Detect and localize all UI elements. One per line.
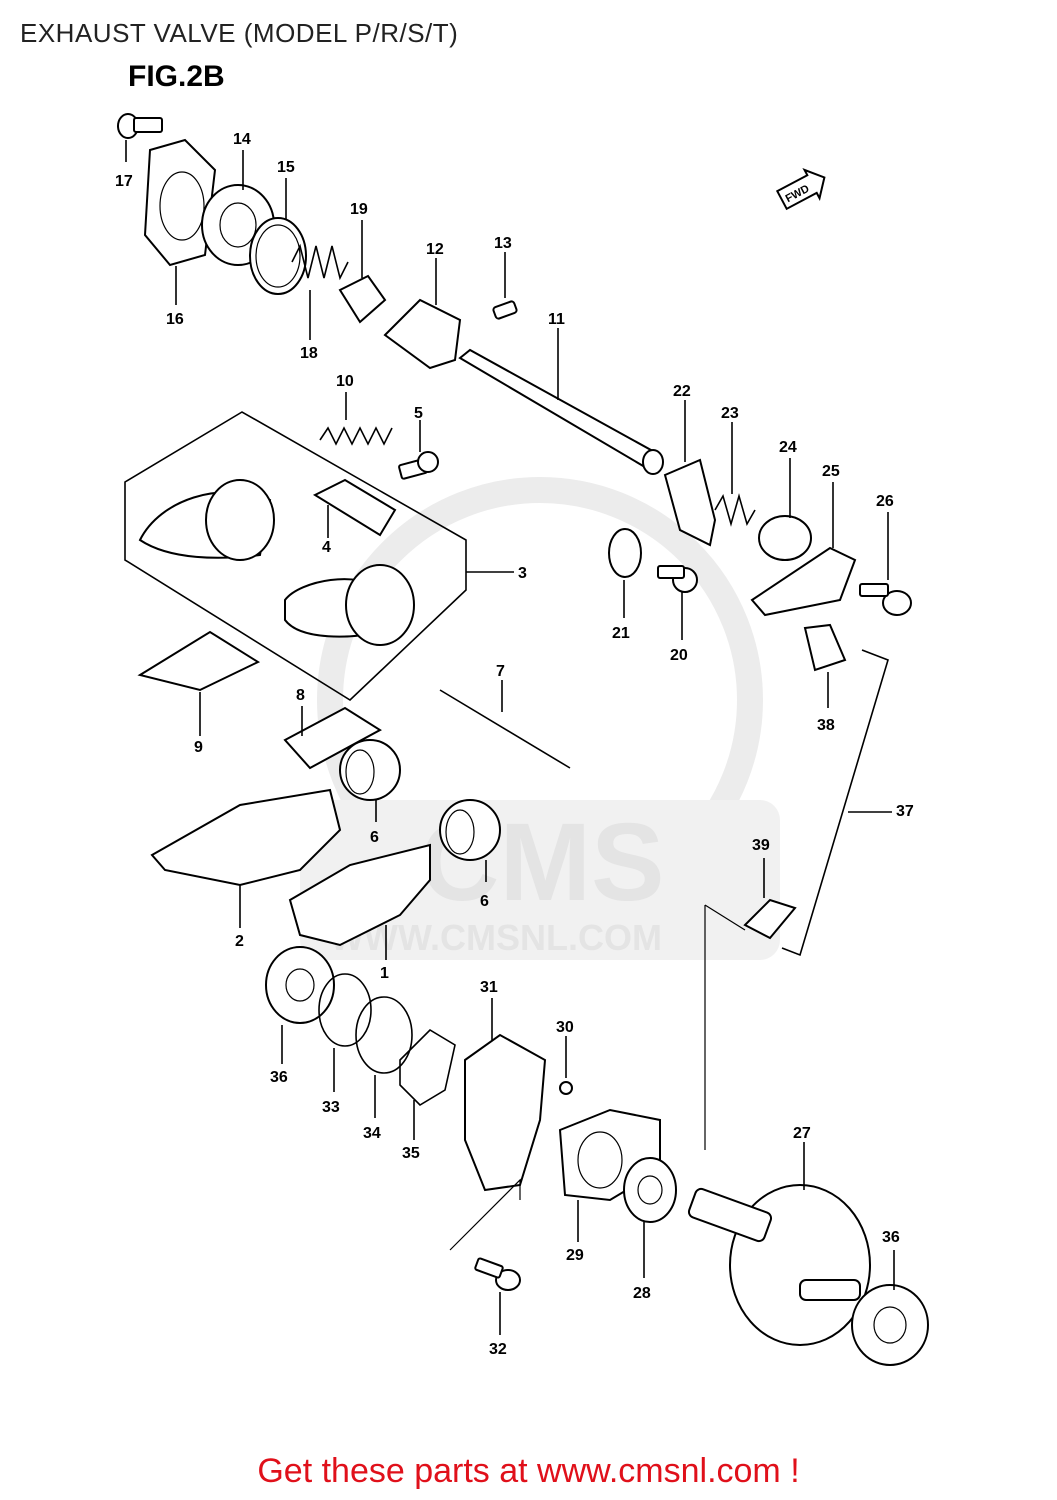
page-title: EXHAUST VALVE (MODEL P/R/S/T)	[20, 18, 459, 48]
figure-label: FIG.2B	[128, 60, 225, 93]
part-33-circlip	[318, 973, 372, 1092]
parts-link-banner[interactable]: Get these parts at www.cmsnl.com !	[257, 1452, 800, 1490]
label-13: 13	[494, 235, 512, 252]
label-22: 22	[673, 383, 691, 400]
label-33: 33	[322, 1099, 340, 1116]
part-4-plate	[312, 478, 397, 538]
label-27: 27	[793, 1125, 811, 1142]
label-6b: 6	[480, 893, 489, 910]
label-18: 18	[300, 345, 318, 362]
label-14: 14	[233, 131, 251, 148]
part-23-spring	[714, 422, 756, 527]
label-10: 10	[336, 373, 354, 390]
part-38-clip	[803, 623, 847, 708]
part-7-rod	[439, 680, 571, 769]
label-4: 4	[322, 539, 331, 556]
label-36a: 36	[270, 1069, 288, 1086]
part-18-spring	[291, 243, 349, 340]
part-22-plate	[663, 400, 717, 547]
part-13-setscrew	[492, 252, 518, 320]
label-21: 21	[612, 625, 630, 642]
label-37: 37	[896, 803, 914, 820]
part-24-bush	[758, 458, 812, 561]
label-6a: 6	[370, 829, 379, 846]
part-2-valve	[150, 788, 342, 928]
part-8-gasket	[283, 706, 382, 770]
part-31-cover	[464, 998, 547, 1192]
label-12: 12	[426, 241, 444, 258]
part-27-gear	[687, 1142, 871, 1346]
part-16-gasket	[143, 138, 217, 305]
part-37-rod	[781, 649, 892, 957]
part-12-fork	[383, 258, 462, 370]
label-5: 5	[414, 405, 423, 422]
label-25: 25	[822, 463, 840, 480]
label-31: 31	[480, 979, 498, 996]
part-15-oring	[249, 178, 307, 295]
label-36b: 36	[882, 1229, 900, 1246]
part-34-oring	[355, 996, 413, 1118]
label-19: 19	[350, 201, 368, 218]
label-16: 16	[166, 311, 184, 328]
leader-39	[704, 904, 746, 931]
label-2: 2	[235, 933, 244, 950]
label-17: 17	[115, 173, 133, 190]
label-20: 20	[670, 647, 688, 664]
label-26: 26	[876, 493, 894, 510]
label-1: 1	[380, 965, 389, 982]
part-11-shaft	[458, 328, 664, 475]
label-30: 30	[556, 1019, 574, 1036]
label-11: 11	[548, 311, 565, 328]
label-35: 35	[402, 1145, 420, 1162]
part-21-washer	[608, 528, 642, 618]
label-34: 34	[363, 1125, 381, 1142]
part-3-valve-assembly	[124, 411, 514, 702]
part-10-spring	[319, 392, 393, 446]
label-32: 32	[489, 1341, 507, 1358]
part-5-bolt	[398, 420, 439, 480]
callout-labels: 1 2 3 4 5 6 6 7 8 9 10 11 12 13 14 15 16…	[115, 131, 914, 1358]
label-24: 24	[779, 439, 797, 456]
part-6-collar-a	[339, 739, 401, 822]
part-28-seal	[623, 1157, 677, 1278]
label-15: 15	[277, 159, 295, 176]
label-9: 9	[194, 739, 203, 756]
label-28: 28	[633, 1285, 651, 1302]
forward-arrow-icon: FWD	[775, 168, 826, 211]
part-26-bolt	[859, 512, 912, 616]
part-6-collar-b	[439, 799, 501, 882]
part-1-valve	[288, 843, 431, 960]
part-20-screw	[657, 565, 698, 640]
label-29: 29	[566, 1247, 584, 1264]
part-9-gasket	[137, 630, 261, 736]
part-35-seal	[399, 1028, 456, 1140]
part-19-collar	[338, 220, 387, 324]
label-3: 3	[518, 565, 527, 582]
label-39: 39	[752, 837, 770, 854]
part-32-screw	[449, 1178, 521, 1335]
part-36-bearing-a	[265, 946, 335, 1064]
label-38: 38	[817, 717, 835, 734]
part-17-screw	[117, 113, 163, 162]
label-7: 7	[496, 663, 505, 680]
part-39-clip	[743, 858, 797, 940]
part-36-bearing-b	[851, 1250, 929, 1366]
label-23: 23	[721, 405, 739, 422]
part-30-ball	[559, 1036, 573, 1095]
part-25-lever	[750, 482, 857, 617]
label-8: 8	[296, 687, 305, 704]
